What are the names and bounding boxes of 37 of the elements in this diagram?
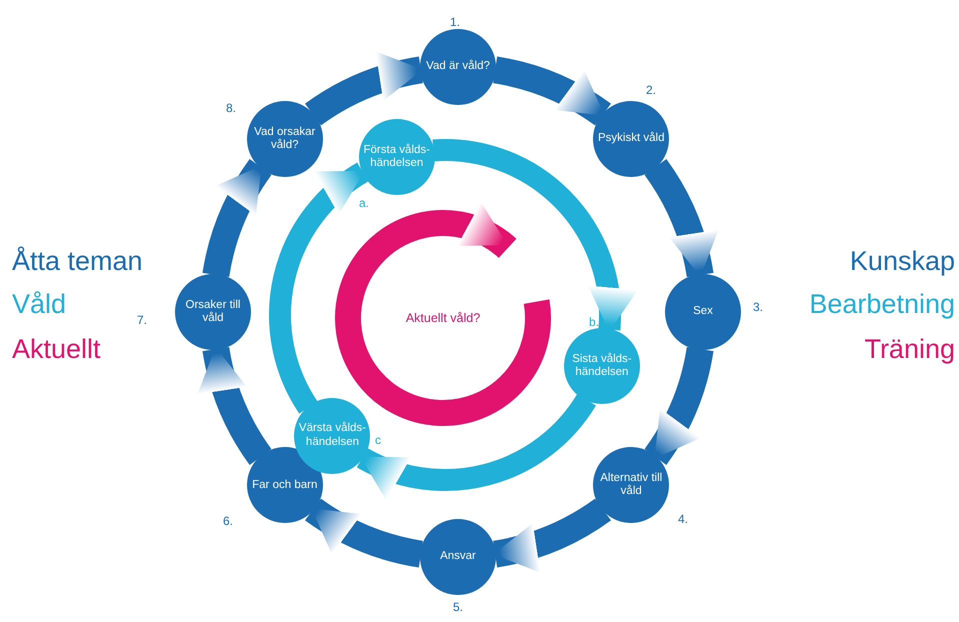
step-number: 5. — [453, 600, 463, 614]
theme-heading: Våld — [12, 289, 66, 320]
topic-circle: Sista vålds-händelsen — [564, 328, 640, 404]
arrow — [644, 346, 714, 464]
topic-circle: Orsaker till våld — [175, 274, 251, 350]
theme-heading: Bearbetning — [809, 289, 955, 320]
arrow — [644, 160, 716, 278]
topic-circle: Alternativ till våld — [593, 447, 670, 524]
theme-heading: Åtta teman — [12, 246, 143, 277]
step-number: 1. — [450, 15, 460, 29]
theme-heading: Kunskap — [850, 246, 955, 277]
arrow — [357, 394, 596, 499]
arrow — [433, 139, 636, 332]
arrow — [306, 498, 424, 568]
topic-circle: Första vålds-händelsen — [358, 119, 435, 196]
step-letter: b. — [589, 315, 599, 329]
topic-circle: Ansvar — [420, 519, 496, 595]
step-number: 2. — [646, 83, 656, 97]
theme-heading: Träning — [864, 334, 955, 365]
arrow — [492, 498, 610, 570]
arrow — [269, 162, 369, 413]
step-number: 8. — [226, 101, 236, 115]
step-number: 4. — [678, 512, 688, 526]
step-number: 6. — [223, 514, 233, 528]
topic-circle: Vad orsakar våld? — [246, 100, 323, 177]
arrow — [492, 56, 610, 126]
step-letter: c — [375, 433, 381, 447]
ring-label: Aktuellt våld? — [383, 258, 503, 378]
step-number: 3. — [753, 300, 763, 314]
arrow — [306, 54, 424, 126]
arrow — [200, 346, 272, 464]
step-number: 7. — [137, 313, 147, 327]
topic-circle: Vad är våld? — [420, 29, 496, 105]
theme-heading: Aktuellt — [12, 334, 101, 365]
topic-circle: Sex — [665, 274, 741, 350]
topic-circle: Psykiskt våld — [593, 100, 670, 177]
step-letter: a. — [359, 196, 369, 210]
